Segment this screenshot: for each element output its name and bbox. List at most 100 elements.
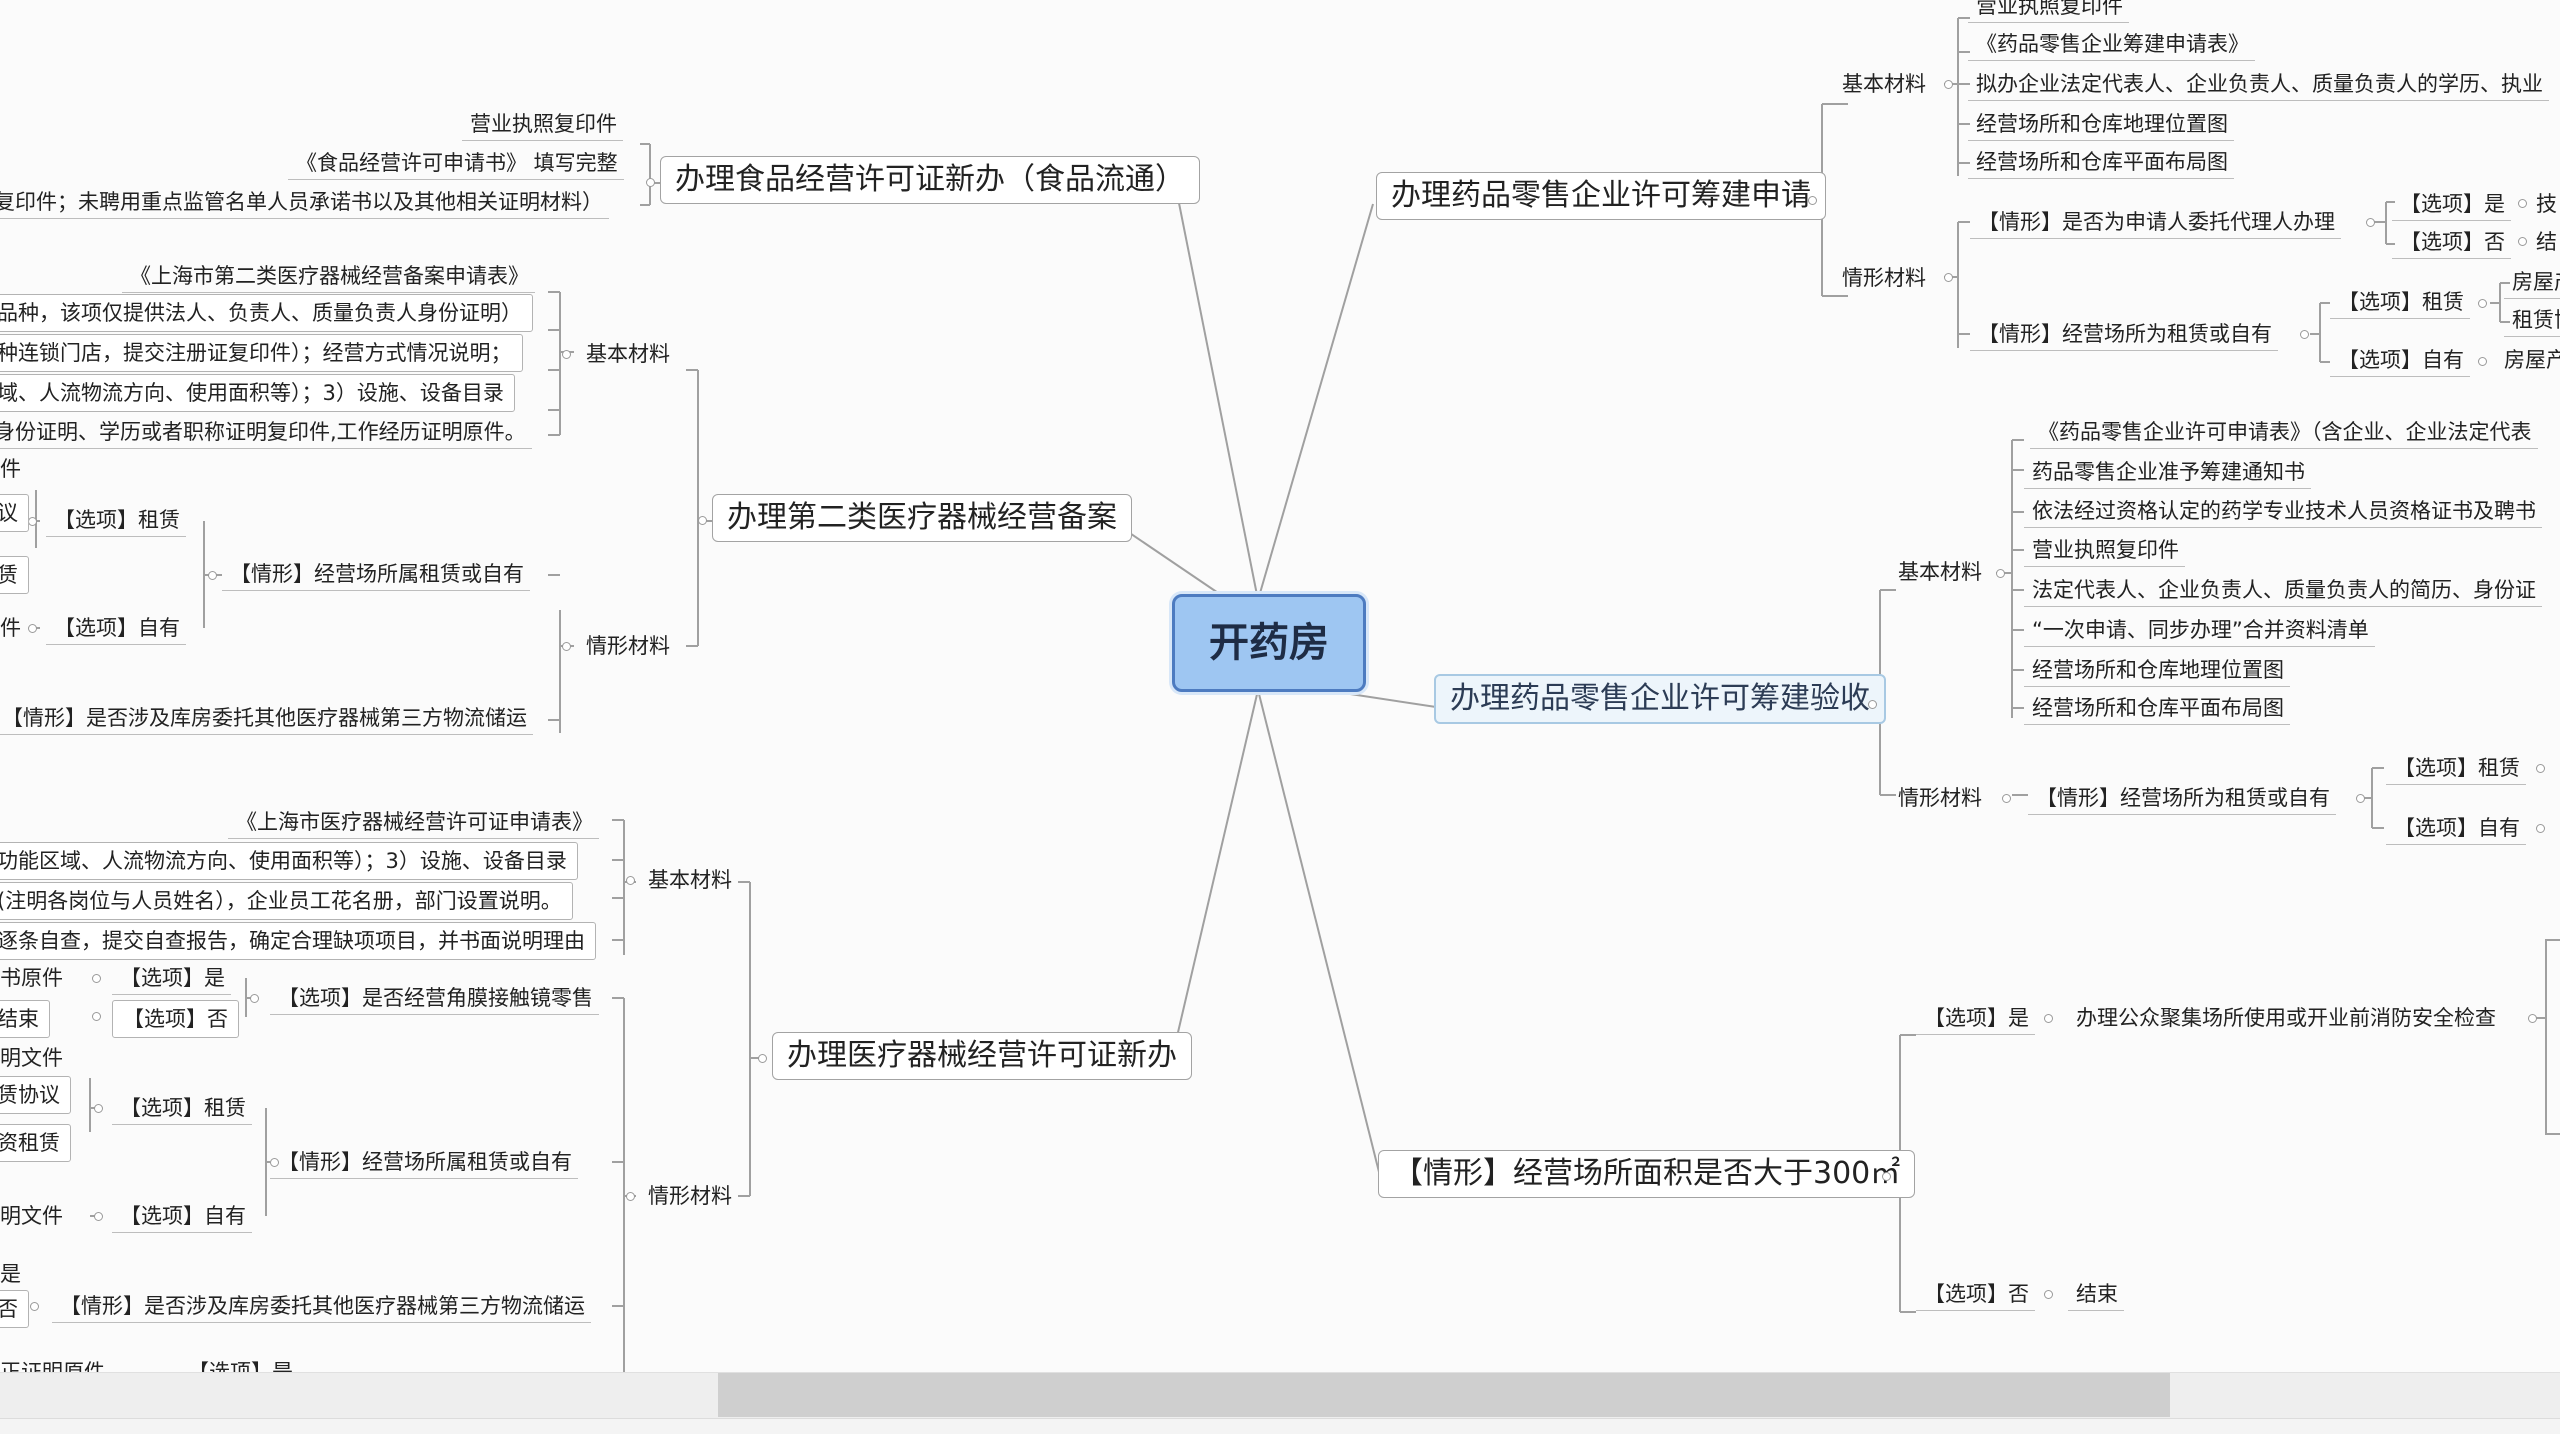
list-item[interactable]: (注明各岗位与人员姓名），企业员工花名册，部门设置说明。 (0, 882, 573, 920)
list-item[interactable]: 复印件；未聘用重点监管名单人员承诺书以及其他相关证明材料） (0, 188, 609, 219)
collapse-toggle[interactable] (94, 1104, 103, 1113)
collapse-toggle[interactable] (646, 178, 655, 187)
list-item[interactable]: 否 (0, 1290, 29, 1328)
list-item[interactable]: 技 (2536, 192, 2557, 216)
end-node[interactable]: 结束 (2068, 1280, 2124, 1311)
list-item[interactable]: 功能区域、人流物流方向、使用面积等）；3）设施、设备目录 (0, 842, 578, 880)
collapse-toggle[interactable] (758, 1054, 767, 1063)
collapse-toggle[interactable] (2478, 299, 2487, 308)
collapse-toggle[interactable] (2518, 199, 2527, 208)
collapse-toggle[interactable] (2356, 794, 2365, 803)
list-item[interactable]: “一次申请、同步办理”合并资料清单 (2024, 616, 2375, 647)
collapse-toggle[interactable] (92, 974, 101, 983)
collapse-toggle[interactable] (1944, 80, 1953, 89)
collapse-toggle[interactable] (1996, 569, 2005, 578)
list-item[interactable]: 营业执照复印件 (2024, 536, 2185, 567)
list-item[interactable]: 赁协议 (0, 1076, 71, 1114)
collapse-toggle[interactable] (30, 1302, 39, 1311)
list-item[interactable]: 《药品零售企业筹建申请表》 (1968, 30, 2255, 61)
case-rent-or-own[interactable]: 【情形】经营场所为租赁或自有 (1970, 320, 2278, 351)
list-item[interactable]: 明文件 (0, 1046, 63, 1070)
list-item[interactable]: 药品零售企业准予筹建通知书 (2024, 458, 2311, 489)
topic-area-case[interactable]: 【情形】经营场所面积是否大于300㎡ (1378, 1150, 1916, 1198)
scrollbar-thumb[interactable] (718, 1373, 2170, 1417)
collapse-toggle[interactable] (2518, 237, 2527, 246)
option-yes[interactable]: 【选项】是 (2392, 190, 2511, 221)
option-own[interactable]: 【选项】自有 (46, 614, 186, 645)
list-item[interactable]: 拟办企业法定代表人、企业负责人、质量负责人的学历、执业 (1968, 70, 2549, 101)
collapse-toggle[interactable] (2044, 1014, 2053, 1023)
case-agent[interactable]: 【情形】是否为申请人委托代理人办理 (1970, 208, 2341, 239)
list-item[interactable]: 经营场所和仓库地理位置图 (1968, 110, 2234, 141)
topic-retail-prep[interactable]: 办理药品零售企业许可筹建申请 (1376, 172, 1826, 220)
list-item[interactable]: 法定代表人、企业负责人、质量负责人的简历、身份证 (2024, 576, 2542, 607)
case-storage[interactable]: 【情形】是否涉及库房委托其他医疗器械第三方物流储运 (52, 1292, 591, 1323)
list-item[interactable]: 租赁协 (2504, 306, 2560, 337)
option-rent[interactable]: 【选项】租赁 (46, 506, 186, 537)
list-item[interactable]: 资租赁 (0, 1124, 71, 1162)
topic-device-license[interactable]: 办理医疗器械经营许可证新办 (772, 1032, 1192, 1080)
topic-food-license[interactable]: 办理食品经营许可证新办（食品流通） (660, 156, 1200, 204)
collapse-toggle[interactable] (250, 994, 259, 1003)
list-item[interactable]: 《食品经营许可申请书》 填写完整 (288, 149, 624, 180)
topic-device-class2[interactable]: 办理第二类医疗器械经营备案 (712, 494, 1132, 542)
collapse-toggle[interactable] (2536, 764, 2545, 773)
list-item[interactable]: 《上海市第二类医疗器械经营备案申请表》 (122, 262, 535, 293)
collapse-toggle[interactable] (2300, 330, 2309, 339)
list-item[interactable]: 种连锁门店，提交注册证复印件）；经营方式情况说明； (0, 334, 523, 372)
option-no[interactable]: 【选项】否 (112, 1000, 239, 1038)
collapse-toggle[interactable] (1808, 196, 1817, 205)
collapse-toggle[interactable] (2536, 824, 2545, 833)
collapse-toggle[interactable] (2478, 357, 2487, 366)
collapse-toggle[interactable] (28, 517, 37, 526)
list-item[interactable]: 房屋产 (2504, 348, 2560, 372)
list-item[interactable]: 赁 (0, 556, 29, 594)
collapse-toggle[interactable] (626, 876, 635, 885)
list-item[interactable]: 经营场所和仓库地理位置图 (2024, 656, 2290, 687)
option-no[interactable]: 【选项】否 (2392, 228, 2511, 259)
case-storage[interactable]: 【情形】是否涉及库房委托其他医疗器械第三方物流储运 (0, 704, 533, 735)
option-no[interactable]: 【选项】否 (1916, 1280, 2035, 1311)
list-item[interactable]: 书原件 (0, 966, 63, 990)
collapse-toggle[interactable] (1944, 273, 1953, 282)
list-item[interactable]: 件 (0, 616, 21, 640)
list-item[interactable]: 《药品零售企业许可申请表》（含企业、企业法定代表 (2030, 418, 2538, 449)
list-item[interactable]: 营业执照复印件 (462, 110, 623, 141)
collapse-toggle[interactable] (2366, 218, 2375, 227)
option-own[interactable]: 【选项】自有 (2386, 814, 2526, 845)
end-node[interactable]: 结束 (0, 1000, 50, 1038)
list-item[interactable]: 是 (0, 1262, 21, 1286)
collapse-toggle[interactable] (626, 1192, 635, 1201)
list-item[interactable]: 域、人流物流方向、使用面积等）；3）设施、设备目录 (0, 374, 515, 412)
case-rent-or-own[interactable]: 【情形】经营场所属租赁或自有 (270, 1148, 578, 1179)
list-item[interactable]: 身份证明、学历或者职称证明复印件,工作经历证明原件。 (0, 418, 532, 449)
collapse-toggle[interactable] (1882, 1172, 1891, 1181)
collapse-toggle[interactable] (2044, 1290, 2053, 1299)
list-item[interactable]: 《上海市医疗器械经营许可证申请表》 (228, 808, 599, 839)
collapse-toggle[interactable] (270, 1158, 279, 1167)
list-item[interactable]: 逐条自查，提交自查报告，确定合理缺项项目，并书面说明理由 (0, 922, 596, 960)
option-rent[interactable]: 【选项】租赁 (2386, 754, 2526, 785)
topic-retail-accept[interactable]: 办理药品零售企业许可筹建验收 (1434, 674, 1886, 724)
mindmap-canvas[interactable]: 开药房 办理药品零售企业许可筹建申请 基本材料 营业执照复印件 《药品零售企业筹… (0, 0, 2560, 1372)
list-item[interactable]: 件 (0, 457, 21, 481)
collapse-toggle[interactable] (94, 1212, 103, 1221)
option-rent[interactable]: 【选项】租赁 (112, 1094, 252, 1125)
list-item[interactable]: 营业执照复印件 (1968, 0, 2129, 23)
list-item[interactable]: 依法经过资格认定的药学专业技术人员资格证书及聘书 (2024, 497, 2542, 528)
list-item[interactable]: 房屋产 (2504, 268, 2560, 299)
list-item[interactable]: 品种，该项仅提供法人、负责人、质量负责人身份证明） (0, 294, 533, 332)
case-rent-or-own[interactable]: 【情形】经营场所属租赁或自有 (222, 560, 530, 591)
option-lens-retail[interactable]: 【选项】是否经营角膜接触镜零售 (270, 984, 599, 1015)
option-own[interactable]: 【选项】自有 (2330, 346, 2470, 377)
collapse-toggle[interactable] (2528, 1014, 2537, 1023)
option-own[interactable]: 【选项】自有 (112, 1202, 252, 1233)
fire-safety-check[interactable]: 办理公众聚集场所使用或开业前消防安全检查 (2076, 1006, 2496, 1030)
option-yes[interactable]: 【选项】是 (1916, 1004, 2035, 1035)
collapse-toggle[interactable] (208, 571, 217, 580)
collapse-toggle[interactable] (562, 642, 571, 651)
collapse-toggle[interactable] (1868, 700, 1877, 709)
option-yes[interactable]: 【选项】是 (112, 964, 231, 995)
list-item[interactable]: 结 (2536, 230, 2557, 254)
central-topic[interactable]: 开药房 (1172, 594, 1366, 692)
